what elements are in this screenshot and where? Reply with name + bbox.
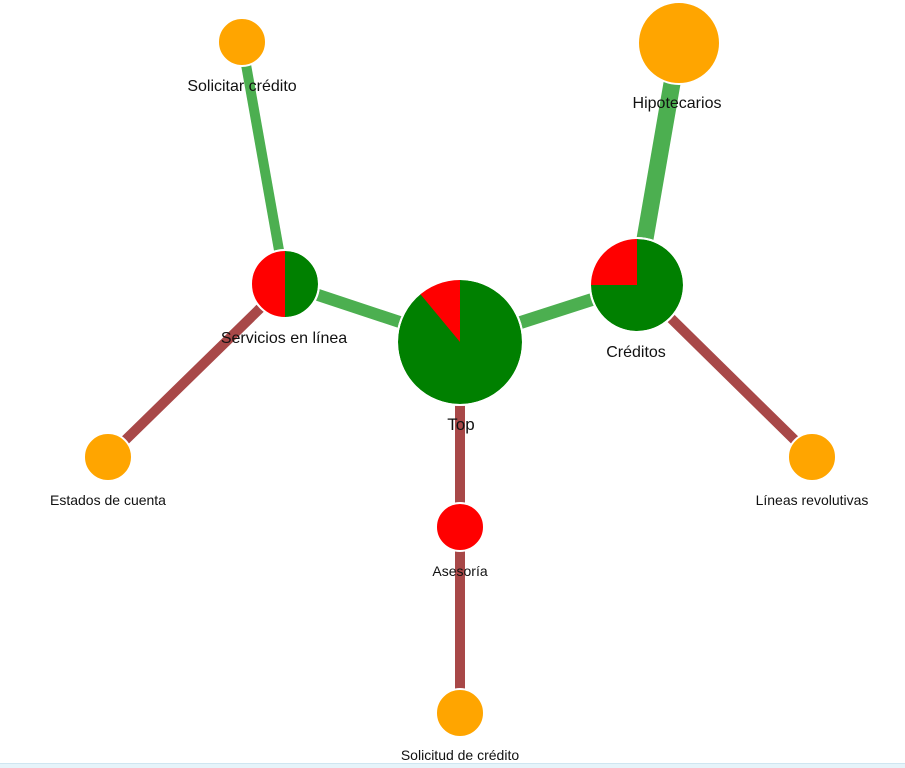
node-solicitar-circle xyxy=(217,17,267,67)
node-top-outline xyxy=(396,278,524,406)
node-solicitud-circle xyxy=(435,688,485,738)
node-top-slice-negative xyxy=(419,279,460,342)
nodes-layer xyxy=(83,1,837,738)
node-label-solicitud: Solicitud de crédito xyxy=(401,747,520,763)
node-top[interactable] xyxy=(396,278,524,406)
node-label-solicitar: Solicitar crédito xyxy=(187,78,296,95)
node-hipotecarios[interactable] xyxy=(637,1,721,85)
node-solicitar[interactable] xyxy=(217,17,267,67)
node-label-servicios: Servicios en línea xyxy=(221,330,347,347)
node-servicios-slice-negative xyxy=(251,250,285,318)
node-estados[interactable] xyxy=(83,432,133,482)
node-label-top: Top xyxy=(447,415,474,434)
link-servicios-estados xyxy=(104,280,289,461)
node-label-estados: Estados de cuenta xyxy=(50,492,166,508)
node-hipotecarios-circle xyxy=(637,1,721,85)
node-servicios[interactable] xyxy=(250,249,320,319)
node-label-asesoria: Asesoría xyxy=(432,563,487,579)
node-asesoria[interactable] xyxy=(435,502,485,552)
node-asesoria-slice-negative xyxy=(435,502,485,552)
node-lineas-circle xyxy=(787,432,837,482)
bottom-border xyxy=(0,763,905,768)
node-label-hipotecarios: Hipotecarios xyxy=(633,95,722,112)
link-servicios-solicitar xyxy=(237,41,290,285)
node-estados-circle xyxy=(83,432,133,482)
node-creditos[interactable] xyxy=(589,237,685,333)
node-label-creditos: Créditos xyxy=(606,344,666,361)
node-creditos-slice-negative xyxy=(590,238,637,285)
node-lineas[interactable] xyxy=(787,432,837,482)
node-solicitud[interactable] xyxy=(435,688,485,738)
node-label-lineas: Líneas revolutivas xyxy=(756,492,869,508)
node-creditos-outline xyxy=(589,237,685,333)
node-servicios-outline xyxy=(250,249,320,319)
